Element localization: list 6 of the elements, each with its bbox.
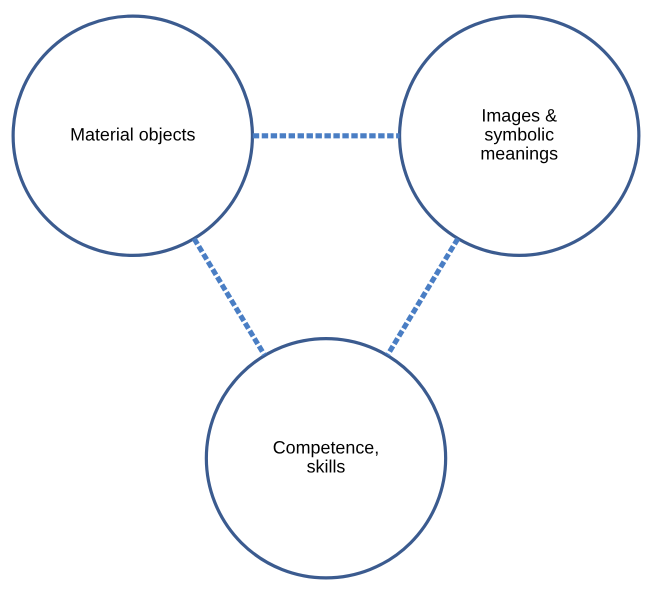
node-circle: Competence, skills [204, 336, 448, 580]
node-circle: Images & symbolic meanings [398, 14, 640, 257]
connector [192, 237, 267, 356]
connector [385, 237, 460, 356]
node-circle: Material objects [12, 14, 254, 257]
connector [252, 133, 400, 138]
